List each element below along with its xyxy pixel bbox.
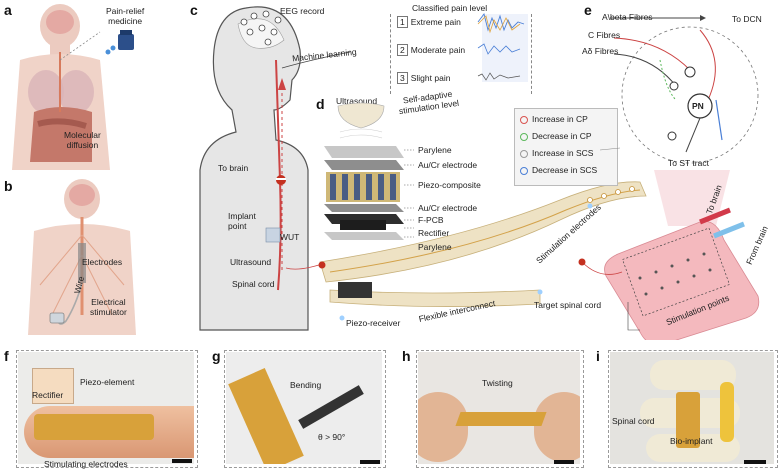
to-dcn-label: To DCN — [732, 14, 762, 24]
panel-b-label: b — [4, 178, 13, 194]
eeg-record-label: EEG record — [280, 6, 325, 16]
classified-pain-title: Classified pain level — [412, 3, 488, 13]
layer-piezo-composite: Piezo-composite — [418, 180, 481, 190]
spinal-cord-c-label: Spinal cord — [232, 279, 275, 289]
scale-bar-f — [172, 459, 192, 463]
piezo-element-label: Piezo-element — [80, 377, 135, 387]
twisting-label: Twisting — [482, 378, 513, 388]
pain-eeg-traces — [477, 12, 528, 82]
tweezer-tip — [298, 385, 364, 429]
pn-label: PN — [692, 101, 704, 111]
molecular-diffusion-label: Molecular diffusion — [64, 130, 101, 150]
legend-circle-icon — [520, 132, 528, 141]
electrodes-label: Electrodes — [82, 257, 123, 267]
electrical-stimulator-label: Electrical stimulator — [90, 297, 127, 317]
to-st-tract-label: To ST tract — [668, 158, 709, 168]
panel-g-frame — [224, 350, 386, 468]
layer-aucr-bottom: Au/Cr electrode — [418, 203, 478, 213]
legend-decrease-scs-text: Decrease in SCS — [532, 165, 598, 175]
legend-circle-icon — [520, 115, 528, 124]
device-on-finger — [34, 414, 154, 440]
legend-decrease-cp-text: Decrease in CP — [532, 131, 592, 141]
wut-label: WUT — [280, 232, 300, 242]
legend-box — [514, 108, 618, 186]
panel-f-label: f — [4, 348, 9, 364]
pain-level-1-text: Extreme pain — [410, 17, 461, 27]
rectifier-inset — [32, 368, 74, 404]
scale-bar-h — [554, 460, 574, 464]
left-finger — [418, 392, 468, 462]
adelta-fibres-label: Aδ Fibres — [582, 46, 619, 56]
layer-aucr-top: Au/Cr electrode — [418, 160, 478, 170]
panel-h-label: h — [402, 348, 411, 364]
stimulating-electrodes-label: Stimulating electrodes — [44, 459, 128, 469]
panel-a-body-illustration — [12, 4, 134, 170]
right-finger — [534, 392, 580, 462]
bend-angle-label: θ > 90° — [318, 432, 346, 442]
panel-i-photo — [610, 352, 774, 464]
spinal-cord-i-label: Spinal cord — [612, 416, 655, 426]
legend-increase-scs: Increase in SCS — [520, 148, 593, 158]
bending-label: Bending — [290, 380, 322, 390]
bio-implant-label: Bio-implant — [670, 436, 713, 446]
panel-h-photo — [418, 352, 580, 464]
legend-decrease-scs: Decrease in SCS — [520, 165, 597, 175]
panel-i-label: i — [596, 348, 600, 364]
layer-rectifier: Rectifier — [418, 228, 450, 238]
pain-level-3-num: 3 — [397, 72, 408, 84]
legend-circle-icon — [520, 149, 528, 158]
pain-level-3-text: Slight pain — [410, 73, 451, 83]
target-spinal-cord-label: Target spinal cord — [534, 300, 602, 310]
scale-bar-i — [744, 460, 766, 464]
legend-increase-cp-text: Increase in CP — [532, 114, 588, 124]
legend-decrease-cp: Decrease in CP — [520, 131, 592, 141]
twisted-device — [455, 412, 547, 426]
to-brain-label: To brain — [218, 163, 249, 173]
panel-f-photo — [18, 352, 194, 464]
scale-bar-g — [360, 460, 380, 464]
panel-g-photo — [226, 352, 382, 464]
target-spinal-cord-illustration — [578, 170, 760, 340]
rectifier-label: Rectifier — [32, 390, 64, 400]
pain-level-2-num: 2 — [397, 44, 408, 56]
ultrasound-c-label: Ultrasound — [230, 257, 272, 267]
panel-e-label: e — [584, 2, 592, 18]
panel-d-label: d — [316, 96, 325, 112]
panel-c-head-body — [199, 6, 351, 331]
legend-increase-cp: Increase in CP — [520, 114, 588, 124]
pain-level-1-num: 1 — [397, 16, 408, 28]
pain-level-2-text: Moderate pain — [410, 45, 466, 55]
legend-circle-icon — [520, 166, 528, 175]
pain-relief-medicine-label: Pain-relief medicine — [106, 6, 145, 26]
ultrasound-d-label: Ultrasound — [336, 96, 378, 106]
panel-g-label: g — [212, 348, 221, 364]
implant-on-spine — [676, 392, 700, 448]
abeta-fibres-label: A\beta Fibres — [602, 12, 653, 22]
panel-f-frame — [16, 350, 198, 468]
c-fibres-label: C Fibres — [588, 30, 621, 40]
implant-point-label: Implant point — [228, 211, 256, 231]
panel-d-device-stack — [318, 102, 647, 321]
layer-fpcb: F-PCB — [418, 215, 444, 225]
legend-increase-scs-text: Increase in SCS — [532, 148, 594, 158]
layer-parylene-bottom: Parylene — [418, 242, 452, 252]
panel-a-label: a — [4, 2, 12, 18]
piezo-receiver-label: Piezo-receiver — [346, 318, 401, 328]
panel-c-label: c — [190, 2, 198, 18]
panel-b-body-illustration — [28, 179, 136, 335]
panel-e-neuron-circuit — [599, 15, 759, 164]
layer-parylene-top: Parylene — [418, 145, 452, 155]
panel-h-frame — [416, 350, 584, 468]
panel-i-frame — [608, 350, 778, 468]
pain-level-box — [390, 14, 532, 94]
yellow-cord — [720, 382, 734, 442]
